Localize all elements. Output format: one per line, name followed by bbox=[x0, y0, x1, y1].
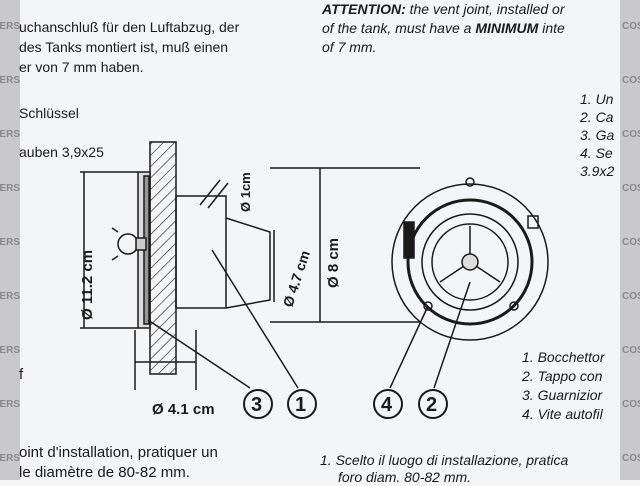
watermark-text: DERS bbox=[0, 291, 20, 302]
watermark-text: COST bbox=[622, 183, 640, 194]
english-part: 2. Ca bbox=[580, 109, 614, 125]
callout-1: 1 bbox=[287, 389, 317, 419]
english-part: 1. Un bbox=[580, 91, 614, 107]
watermark-text: COST bbox=[622, 129, 640, 140]
german-line: er von 7 mm haben. bbox=[19, 59, 144, 75]
english-part: 3.9x2 bbox=[580, 163, 615, 179]
english-part: 4. Se bbox=[580, 145, 613, 161]
neck bbox=[225, 217, 271, 309]
french-line: le diamètre de 80-82 mm. bbox=[19, 464, 190, 481]
watermark-text: COST bbox=[622, 399, 640, 410]
attention-text: the vent joint, installed or bbox=[405, 1, 565, 17]
german-part: Schlüssel bbox=[19, 105, 79, 121]
dim-depth-label: Ø 4.1 cm bbox=[152, 401, 215, 418]
attention-text: of the tank, must have a bbox=[322, 20, 476, 36]
attention-line: of 7 mm. bbox=[322, 39, 377, 55]
watermark-left: DERS DERS DERS DERS DERS DERS DERS DERS DERS bbox=[0, 0, 20, 480]
italian-step: 1. Scelto il luogo di installazione, pra… bbox=[320, 452, 569, 468]
attention-text: inte bbox=[538, 20, 565, 36]
attention-line: of the tank, must have a MINIMUM inte bbox=[322, 19, 565, 37]
watermark-text: COST bbox=[622, 345, 640, 356]
tank-wall bbox=[149, 141, 177, 375]
french-line: oint d'installation, pratiquer un bbox=[19, 444, 218, 461]
italian-part: 3. Guarnizior bbox=[522, 387, 603, 403]
english-part: 3. Ga bbox=[580, 127, 615, 143]
inlet-body bbox=[175, 195, 227, 309]
watermark-text: DERS bbox=[0, 345, 20, 356]
attention-emphasis: MINIMUM bbox=[475, 20, 539, 36]
leader-lines bbox=[147, 249, 471, 389]
german-line: uchanschluß für den Luftabzug, der bbox=[19, 19, 240, 35]
dim-vent-label: Ø 1cm bbox=[238, 172, 253, 212]
callout-number: 2 bbox=[426, 394, 437, 416]
dim-cut-label: Ø 8 cm bbox=[325, 238, 342, 288]
dim-outer-label: Ø 11.2 cm bbox=[79, 250, 96, 320]
italian-part: 2. Tappo con bbox=[522, 368, 603, 384]
watermark-text: DERS bbox=[0, 399, 20, 410]
watermark-right: COST COST COST COST COST COST COST COST COST bbox=[620, 0, 640, 480]
german-line: des Tanks montiert ist, muß einen bbox=[19, 39, 229, 55]
watermark-text: DERS bbox=[0, 21, 20, 32]
callout-number: 1 bbox=[295, 394, 306, 416]
front-view bbox=[391, 177, 549, 341]
dimension-lines bbox=[80, 167, 420, 390]
watermark-text: COST bbox=[622, 291, 640, 302]
watermark-text: DERS bbox=[0, 453, 20, 464]
callout-number: 3 bbox=[251, 394, 262, 416]
italian-part: 4. Vite autofil bbox=[522, 406, 603, 422]
watermark-text: COST bbox=[622, 75, 640, 86]
german-fragment: f bbox=[19, 366, 24, 383]
callout-3: 3 bbox=[243, 389, 273, 419]
watermark-text: DERS bbox=[0, 183, 20, 194]
watermark-text: DERS bbox=[0, 129, 20, 140]
watermark-text: DERS bbox=[0, 237, 20, 248]
watermark-text: DERS bbox=[0, 75, 20, 86]
key-icon bbox=[111, 227, 147, 261]
german-part: auben 3,9x25 bbox=[19, 144, 104, 160]
attention-label: ATTENTION: bbox=[322, 1, 406, 17]
italian-part: 1. Bocchettor bbox=[522, 349, 605, 365]
watermark-text: COST bbox=[622, 237, 640, 248]
attention-line: ATTENTION: the vent joint, installed or bbox=[322, 0, 565, 18]
callout-2: 2 bbox=[418, 389, 448, 419]
watermark-text: COST bbox=[622, 453, 640, 464]
dim-neck-label: Ø 4.7 cm bbox=[280, 248, 313, 308]
callout-4: 4 bbox=[373, 389, 403, 419]
watermark-text: COST bbox=[622, 21, 640, 32]
vent-pipe bbox=[199, 179, 229, 209]
callout-number: 4 bbox=[381, 394, 393, 416]
